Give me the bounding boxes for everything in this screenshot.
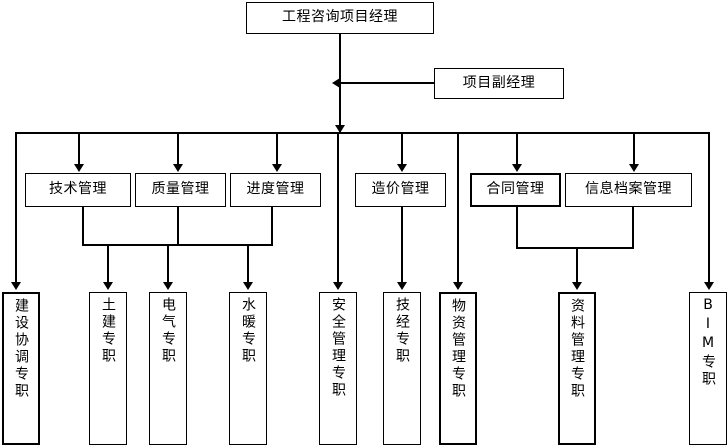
connector-contract-down xyxy=(516,207,518,249)
node-department-tech-label: 技术管理 xyxy=(49,181,107,198)
connector-subbus-to-electrical xyxy=(167,244,169,284)
arrowhead-cost-to-economics xyxy=(397,282,407,290)
node-staff-civil-label: 土建专职 xyxy=(100,297,116,365)
node-department-quality-label: 质量管理 xyxy=(151,181,210,198)
node-department-quality[interactable]: 质量管理 xyxy=(135,173,226,207)
arrowhead-bus-to-tech xyxy=(74,164,84,172)
node-project-manager[interactable]: 工程咨询项目经理 xyxy=(246,2,434,34)
connector-main-bus xyxy=(15,132,710,134)
node-staff-bim[interactable]: BIM专职 xyxy=(689,292,727,445)
node-staff-coordination-label: 建设协调专职 xyxy=(13,298,29,400)
arrowhead-bus-to-quality xyxy=(173,164,183,172)
node-department-tech[interactable]: 技术管理 xyxy=(25,173,131,207)
arrowhead-deputy-to-trunk xyxy=(332,78,340,88)
connector-subbus-to-hvac xyxy=(247,244,249,284)
node-project-manager-label: 工程咨询项目经理 xyxy=(282,9,398,26)
node-staff-hvac-label: 水暖专职 xyxy=(240,297,256,365)
node-staff-bim-label: BIM专职 xyxy=(700,297,716,388)
arrowhead-trunk-to-bus xyxy=(335,125,345,133)
node-staff-documents[interactable]: 资料管理专职 xyxy=(558,292,596,445)
connector-subbus-to-documents xyxy=(576,247,578,284)
connector-subbus-right xyxy=(516,247,634,249)
arrowhead-bus-to-safety xyxy=(333,282,343,290)
connector-bus-to-quality xyxy=(177,132,179,166)
arrowhead-bus-to-contract xyxy=(512,164,522,172)
node-department-info[interactable]: 信息档案管理 xyxy=(565,173,692,207)
connector-bus-to-safety xyxy=(337,132,339,284)
arrowhead-subbus-to-hvac xyxy=(243,282,253,290)
connector-bus-to-info xyxy=(633,132,635,166)
connector-quality-down xyxy=(177,207,179,246)
node-staff-hvac[interactable]: 水暖专职 xyxy=(229,292,267,445)
node-deputy-manager-label: 项目副经理 xyxy=(462,74,536,91)
node-staff-electrical-label: 电气专职 xyxy=(160,297,176,365)
arrowhead-bus-to-coordination xyxy=(11,282,21,290)
connector-info-down xyxy=(632,207,634,249)
connector-bus-to-schedule xyxy=(276,132,278,166)
node-staff-economics[interactable]: 技经专职 xyxy=(383,292,421,445)
node-deputy-manager[interactable]: 项目副经理 xyxy=(434,68,564,99)
connector-bus-to-tech xyxy=(78,132,80,166)
arrowhead-subbus-to-documents xyxy=(572,282,582,290)
node-staff-documents-label: 资料管理专职 xyxy=(569,298,585,400)
connector-deputy-to-trunk xyxy=(340,82,434,84)
node-staff-materials-label: 物资管理专职 xyxy=(450,298,466,400)
node-department-cost-label: 造价管理 xyxy=(371,181,430,198)
connector-bus-to-materials xyxy=(457,132,459,284)
connector-tech-down xyxy=(82,207,84,246)
arrowhead-bus-to-cost xyxy=(397,164,407,172)
node-staff-coordination[interactable]: 建设协调专职 xyxy=(2,292,40,445)
node-department-schedule[interactable]: 进度管理 xyxy=(230,173,321,207)
connector-trunk-vertical xyxy=(339,34,341,133)
connector-bus-to-cost xyxy=(401,132,403,166)
node-staff-economics-label: 技经专职 xyxy=(394,297,410,365)
arrowhead-subbus-to-electrical xyxy=(163,282,173,290)
arrowhead-bus-to-bim xyxy=(704,282,714,290)
connector-bus-to-bim xyxy=(708,132,710,284)
arrowhead-bus-to-materials xyxy=(453,282,463,290)
connector-bus-to-contract xyxy=(516,132,518,166)
connector-subbus-to-civil xyxy=(107,244,109,284)
node-staff-safety-label: 安全管理专职 xyxy=(330,297,346,399)
node-department-info-label: 信息档案管理 xyxy=(585,181,672,198)
connector-subbus-left xyxy=(82,244,273,246)
connector-bus-to-coordination xyxy=(15,132,17,284)
node-department-contract-label: 合同管理 xyxy=(486,181,545,198)
node-department-schedule-label: 进度管理 xyxy=(246,181,305,198)
node-staff-electrical[interactable]: 电气专职 xyxy=(149,292,187,445)
arrowhead-subbus-to-civil xyxy=(103,282,113,290)
arrowhead-bus-to-schedule xyxy=(272,164,282,172)
connector-cost-to-economics xyxy=(401,207,403,284)
connector-schedule-down xyxy=(271,207,273,246)
node-department-contract[interactable]: 合同管理 xyxy=(470,173,561,207)
node-staff-materials[interactable]: 物资管理专职 xyxy=(439,292,477,445)
arrowhead-bus-to-info xyxy=(629,164,639,172)
node-staff-safety[interactable]: 安全管理专职 xyxy=(319,292,357,445)
node-department-cost[interactable]: 造价管理 xyxy=(355,173,446,207)
node-staff-civil[interactable]: 土建专职 xyxy=(89,292,127,445)
